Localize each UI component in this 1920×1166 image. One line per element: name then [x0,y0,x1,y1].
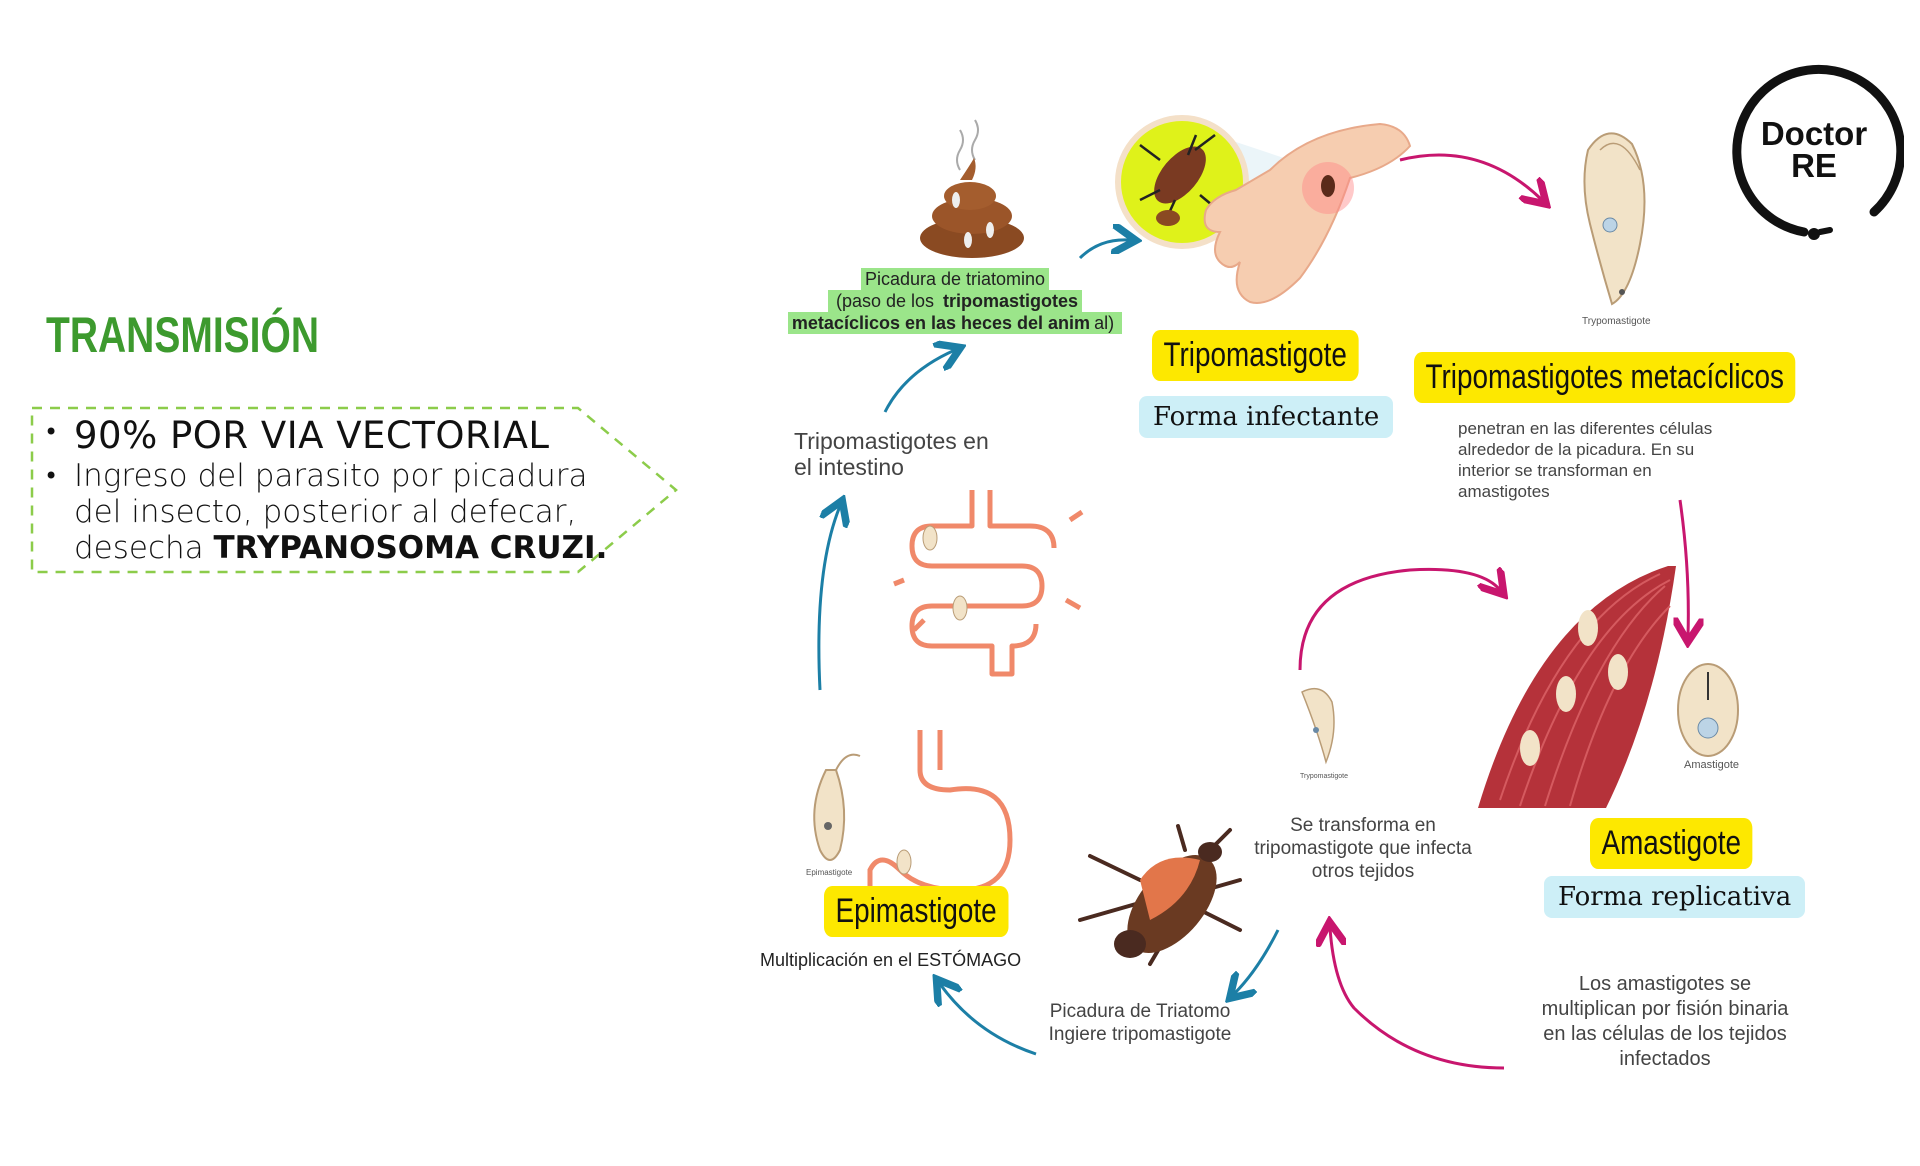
forma-infectante-label: Forma infectante [1139,396,1394,438]
epi-caption: Epimastigote [806,868,853,877]
tripomastigote-label: Tripomastigote [1152,330,1359,381]
hand-icon [1203,122,1412,304]
bullet-item: • 90% POR VIA VECTORIAL [44,414,550,457]
metaciclicos-label: Tripomastigotes metacíclicos [1414,352,1796,403]
feces-icon [920,119,1024,258]
arrow-tripo-to-muscle [1298,569,1500,671]
bullet-item: • Ingreso del parasito por picadura del … [44,458,608,566]
logo-text: Doctor RE [1760,115,1868,184]
arrow-amastigote-to-transform [1330,928,1505,1070]
epimastigote-desc: Multiplicación en el ESTÓMAGO [760,950,1022,970]
intestine-text: Tripomastigotes en el intestino [794,428,989,480]
bite-text: Picadura de Triatomo Ingiere tripomastig… [1048,1001,1232,1045]
trypomastigote-icon [1583,132,1646,306]
section-title: TRANSMISIÓN [46,307,319,363]
arrow-bite-to-stomach [940,984,1037,1056]
arrow-hand-to-trypomastigote [1399,153,1542,200]
intestine-icon [893,490,1084,677]
forma-replicativa-label: Forma replicativa [1544,876,1806,918]
arrow-meta-to-amastigote [1680,499,1688,636]
bullet-list: • 90% POR VIA VECTORIAL • Ingreso del pa… [44,414,644,566]
tripo-caption: Trypomastigote [1582,316,1651,327]
arrow-intestine-to-feces [883,350,955,413]
epimastigote-label: Epimastigote [824,886,1009,937]
muscle-tissue-icon [1478,566,1676,808]
arrow-feces-to-bite [1078,240,1130,260]
amastigote-desc: Los amastigotes se multiplican por fisió… [1541,973,1789,1070]
parasite-name: TRYPANOSOMA CRUZI. [213,530,608,566]
amastigote-label: Amastigote [1590,818,1753,869]
feces-note: Picadura de triatomino (paso de los trip… [770,268,1140,334]
amastigote-icon [1677,663,1739,757]
dashed-arrow-box [30,406,678,574]
transform-text: Se transforma en tripomastigote que infe… [1254,815,1472,882]
arrow-transform-to-bite [1234,929,1280,994]
bullet-text: Ingreso del parasito por picadura del in… [74,458,608,566]
metaciclicos-desc: penetran en las diferentes células alred… [1458,419,1713,501]
small-trypomastigote-icon [1301,687,1335,765]
bullet-text: 90% POR VIA VECTORIAL [74,414,550,457]
arrow-stomach-to-intestine [817,506,840,691]
small-tripo-caption: Trypomastigote [1300,773,1348,780]
triatomine-bug-icon [1078,824,1242,966]
amastigote-caption: Amastigote [1684,759,1739,771]
epimastigote-icon [813,753,861,861]
doctor-re-logo [1732,64,1904,240]
